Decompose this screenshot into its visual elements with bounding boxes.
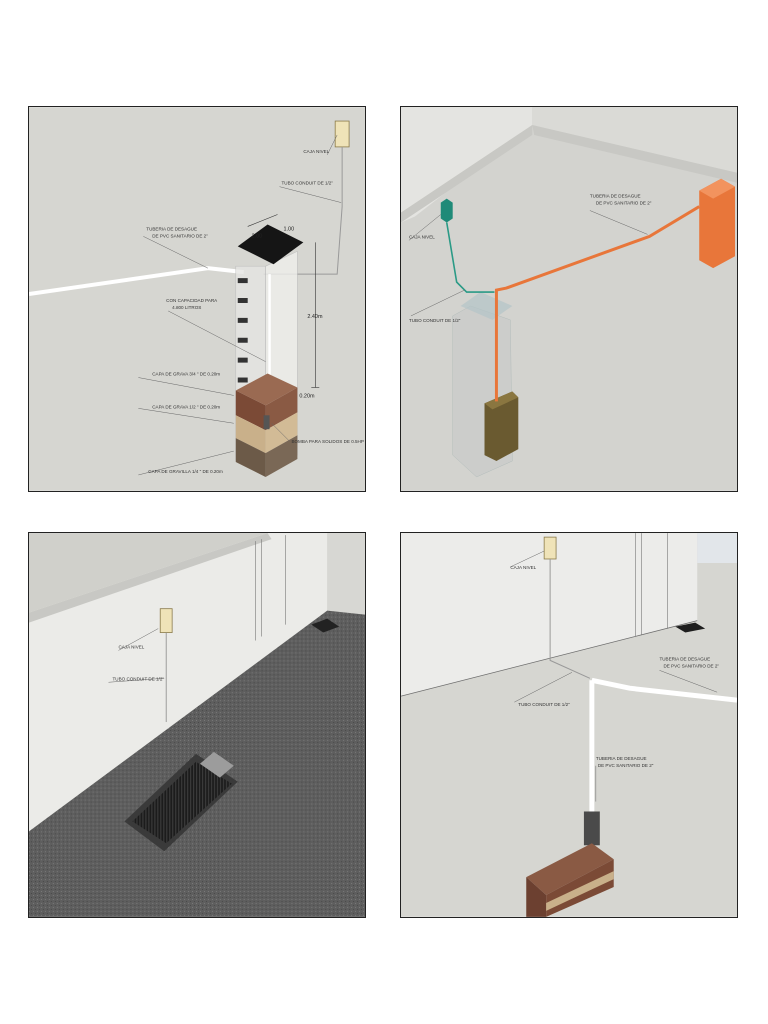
pump-icon — [263, 415, 270, 430]
floor-view-drawing: CAJA NIVEL TUBO CONDUIT DE 1/2" — [29, 533, 365, 917]
gravel-2-label: CAPA DE GRAVA 1/2 " DE 0.20m — [152, 404, 220, 409]
orange-cabinet — [699, 178, 736, 269]
drain-label-b-line1: TUBERIA DE DESAGUE — [596, 756, 647, 761]
gravilla-label: CAPA DE GRAVILLA 1/4 " DE 0.20m — [148, 469, 223, 474]
panel-floor-view: CAJA NIVEL TUBO CONDUIT DE 1/2" — [28, 532, 366, 918]
drain-label-line1: TUBERIA DE DESAGUE — [590, 194, 641, 199]
conduit-line — [549, 558, 591, 679]
caja-nivel-label: CAJA NIVEL — [118, 644, 144, 649]
back-wall — [29, 533, 328, 832]
soil-block — [526, 843, 614, 895]
gravel-layer-2 — [235, 415, 266, 454]
level-box-icon — [159, 608, 173, 633]
drain-label-line1: TUBERIA DE DESAGUE — [146, 226, 197, 231]
drain-label-b-line2: DE PVC SANITARIO DE 2" — [598, 763, 654, 768]
panel-section-view: CAJA NIVEL TUBO CONDUIT DE 1/2" TUBERIA … — [28, 106, 366, 492]
small-grate — [311, 618, 340, 633]
conduit-line — [263, 146, 343, 275]
conduit-label: TUBO CONDUIT DE 1/2" — [518, 702, 570, 707]
perspective-view-drawing: CAJA NIVEL TUBO CONDUIT DE 1/2" TUBERIA … — [401, 533, 737, 917]
conduit-label: TUBO CONDUIT DE 1/2" — [113, 676, 165, 681]
drain-label-line2: DE PVC SANITARIO DE 2" — [152, 233, 208, 238]
dimension-width: 2.00 — [252, 233, 263, 239]
capacity-label-line1: CON CAPACIDAD PARA — [166, 298, 218, 303]
tank-lid — [237, 224, 304, 265]
conduit-label: TUBO CONDUIT DE 1/2" — [281, 181, 333, 186]
dimension-height: 2.40m — [307, 314, 323, 320]
small-grate — [675, 622, 706, 633]
ladder-steps — [237, 278, 248, 383]
drain-label-a-line1: TUBERIA DE DESAGUE — [659, 656, 710, 661]
dimension-base: 0.20m — [299, 393, 315, 399]
grate-icon — [132, 761, 232, 844]
level-box-icon — [543, 536, 557, 560]
orange-drain-pipe — [494, 205, 700, 402]
teal-conduit — [445, 222, 495, 293]
caja-nivel-label: CAJA NIVEL — [409, 234, 435, 239]
back-wall — [401, 533, 698, 697]
gravel-layer-1 — [235, 390, 266, 431]
caja-nivel-label: CAJA NIVEL — [303, 149, 329, 154]
drain-label-line2: DE PVC SANITARIO DE 2" — [596, 201, 652, 206]
drain-pipe — [29, 266, 244, 296]
gravel-layer-3 — [235, 438, 266, 477]
gravel-1-label: CAPA DE GRAVA 3/4 " DE 0.20m — [152, 372, 220, 377]
caja-nivel-label: CAJA NIVEL — [510, 565, 536, 570]
conduit-label: TUBO CONDUIT DE 1/2" — [409, 318, 461, 323]
panel-perspective-view: CAJA NIVEL TUBO CONDUIT DE 1/2" TUBERIA … — [400, 532, 738, 918]
pump-icon — [583, 811, 600, 846]
level-box-icon — [440, 198, 453, 223]
horizontal-drain-pipe — [591, 677, 737, 703]
drain-label-a-line2: DE PVC SANITARIO DE 2" — [663, 663, 719, 668]
capacity-label-line2: 4.800 LITROS — [172, 305, 201, 310]
section-view-drawing: CAJA NIVEL TUBO CONDUIT DE 1/2" TUBERIA … — [29, 107, 365, 491]
level-box-icon — [334, 120, 350, 148]
dimension-depth: 1.00 — [283, 226, 294, 232]
pump-label: BOMBA PARA SOLIDOS DE 0.5HP — [291, 439, 363, 444]
isometric-view-drawing: CAJA NIVEL TUBO CONDUIT DE 1/2" TUBERIA … — [401, 107, 737, 491]
panel-isometric-view: CAJA NIVEL TUBO CONDUIT DE 1/2" TUBERIA … — [400, 106, 738, 492]
